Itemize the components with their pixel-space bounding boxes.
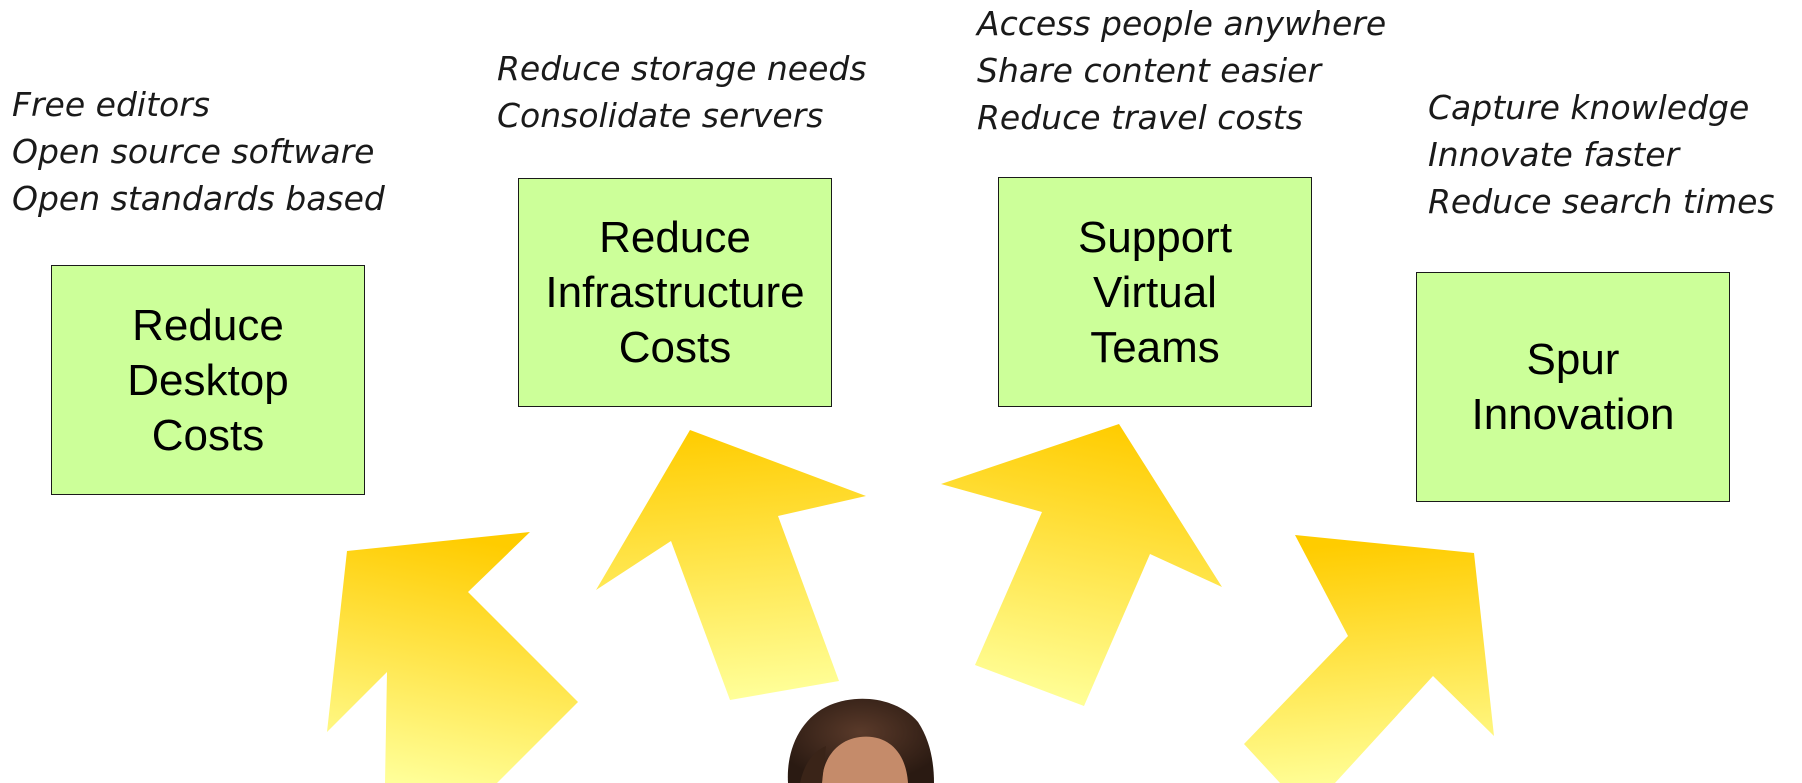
goal-box-spur-innovation: Spur Innovation xyxy=(1416,272,1730,502)
bullet-item: Reduce search times xyxy=(1428,182,1775,221)
bullet-item: Share content easier xyxy=(977,51,1322,90)
bullet-item: Free editors xyxy=(12,85,210,124)
goal-box-desktop-costs: Reduce Desktop Costs xyxy=(51,265,365,495)
bullet-item: Open standards based xyxy=(12,179,385,218)
bullet-item: Consolidate servers xyxy=(497,96,824,135)
bullets-infrastructure-costs: Reduce storage needs Consolidate servers xyxy=(497,45,867,139)
bullets-spur-innovation: Capture knowledge Innovate faster Reduce… xyxy=(1428,84,1775,225)
bullet-item: Capture knowledge xyxy=(1428,88,1750,127)
bullet-item: Open source software xyxy=(12,132,375,171)
bullet-item: Innovate faster xyxy=(1428,135,1680,174)
goal-title-line: Infrastructure xyxy=(545,268,805,317)
up-left-arrow-icon xyxy=(327,532,578,783)
goal-title-line: Reduce xyxy=(599,213,751,262)
bullet-item: Access people anywhere xyxy=(977,4,1387,43)
goal-title-line: Spur xyxy=(1526,335,1620,384)
goal-title-line: Teams xyxy=(1090,322,1220,372)
goal-title-line: Costs xyxy=(151,410,265,460)
bullet-item: Reduce storage needs xyxy=(497,49,867,88)
goal-box-infrastructure-costs: Reduce Infrastructure Costs xyxy=(518,178,832,407)
up-arrow-icon xyxy=(596,430,866,700)
goal-title-line: Virtual xyxy=(1093,267,1217,317)
goal-title-line: Costs xyxy=(618,323,732,372)
goal-title-line: Desktop xyxy=(127,355,289,405)
bullet-item: Reduce travel costs xyxy=(977,98,1303,137)
bullets-desktop-costs: Free editors Open source software Open s… xyxy=(12,81,385,222)
person-photo xyxy=(787,698,934,783)
up-right-arrow-icon xyxy=(1244,535,1494,783)
bullets-virtual-teams: Access people anywhere Share content eas… xyxy=(977,0,1386,141)
goal-title-line: Support xyxy=(1077,212,1233,262)
goal-box-virtual-teams: Support Virtual Teams xyxy=(998,177,1312,407)
goal-title-line: Reduce xyxy=(132,300,284,350)
up-arrow-icon xyxy=(941,424,1222,706)
goal-title-line: Innovation xyxy=(1471,390,1675,439)
